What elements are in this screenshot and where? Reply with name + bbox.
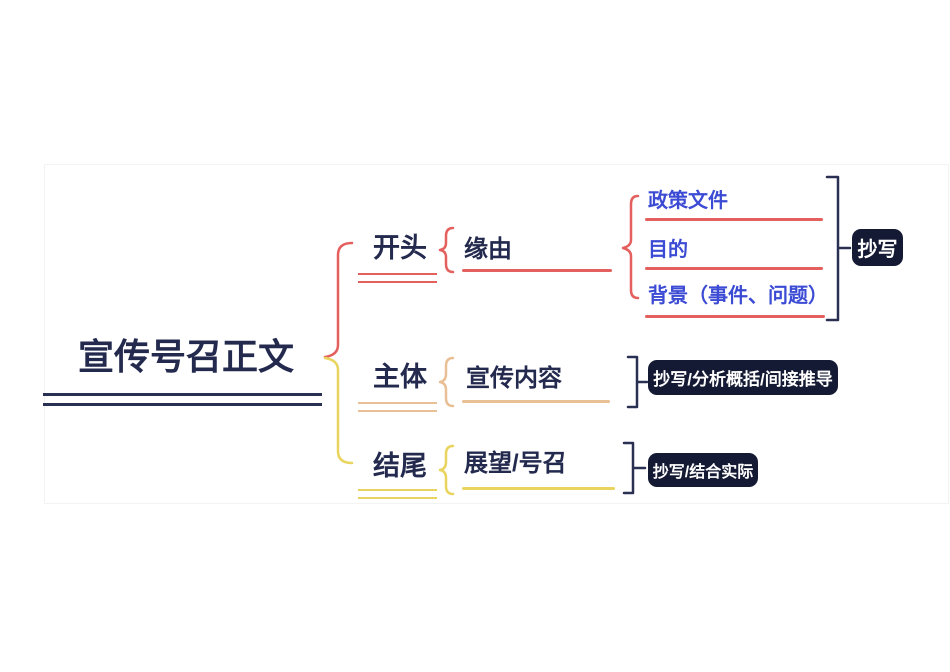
leaf-background-label[interactable]: 背景（事件、问题） [648,285,828,307]
leaf-policy-label[interactable]: 政策文件 [648,190,728,212]
subtopic-outlook-label[interactable]: 展望/号召 [464,450,567,477]
reason-underline [462,269,612,272]
leaf-purpose-underline [645,267,823,270]
leaf-policy-underline [645,218,823,221]
opening-underline [358,273,437,283]
annotation-badge-copy[interactable]: 抄写 [852,229,903,266]
ending-underline [358,489,437,499]
outlook-underline [462,487,615,490]
annotation-badge-ending[interactable]: 抄写/结合实际 [648,453,758,487]
body-underline [358,402,437,412]
branch-body-label[interactable]: 主体 [373,362,427,392]
subtopic-content-label[interactable]: 宣传内容 [466,365,562,392]
branch-ending-label[interactable]: 结尾 [373,451,427,481]
annotation-badge-body[interactable]: 抄写/分析概括/间接推导 [648,360,838,395]
mindmap-card [44,164,949,504]
root-underline [43,393,322,406]
root-topic-label[interactable]: 宣传号召正文 [77,336,294,377]
subtopic-reason-label[interactable]: 缘由 [464,236,512,263]
content-underline [462,400,610,403]
leaf-purpose-label[interactable]: 目的 [648,239,688,261]
branch-opening-label[interactable]: 开头 [373,233,427,263]
leaf-background-underline [645,315,825,318]
